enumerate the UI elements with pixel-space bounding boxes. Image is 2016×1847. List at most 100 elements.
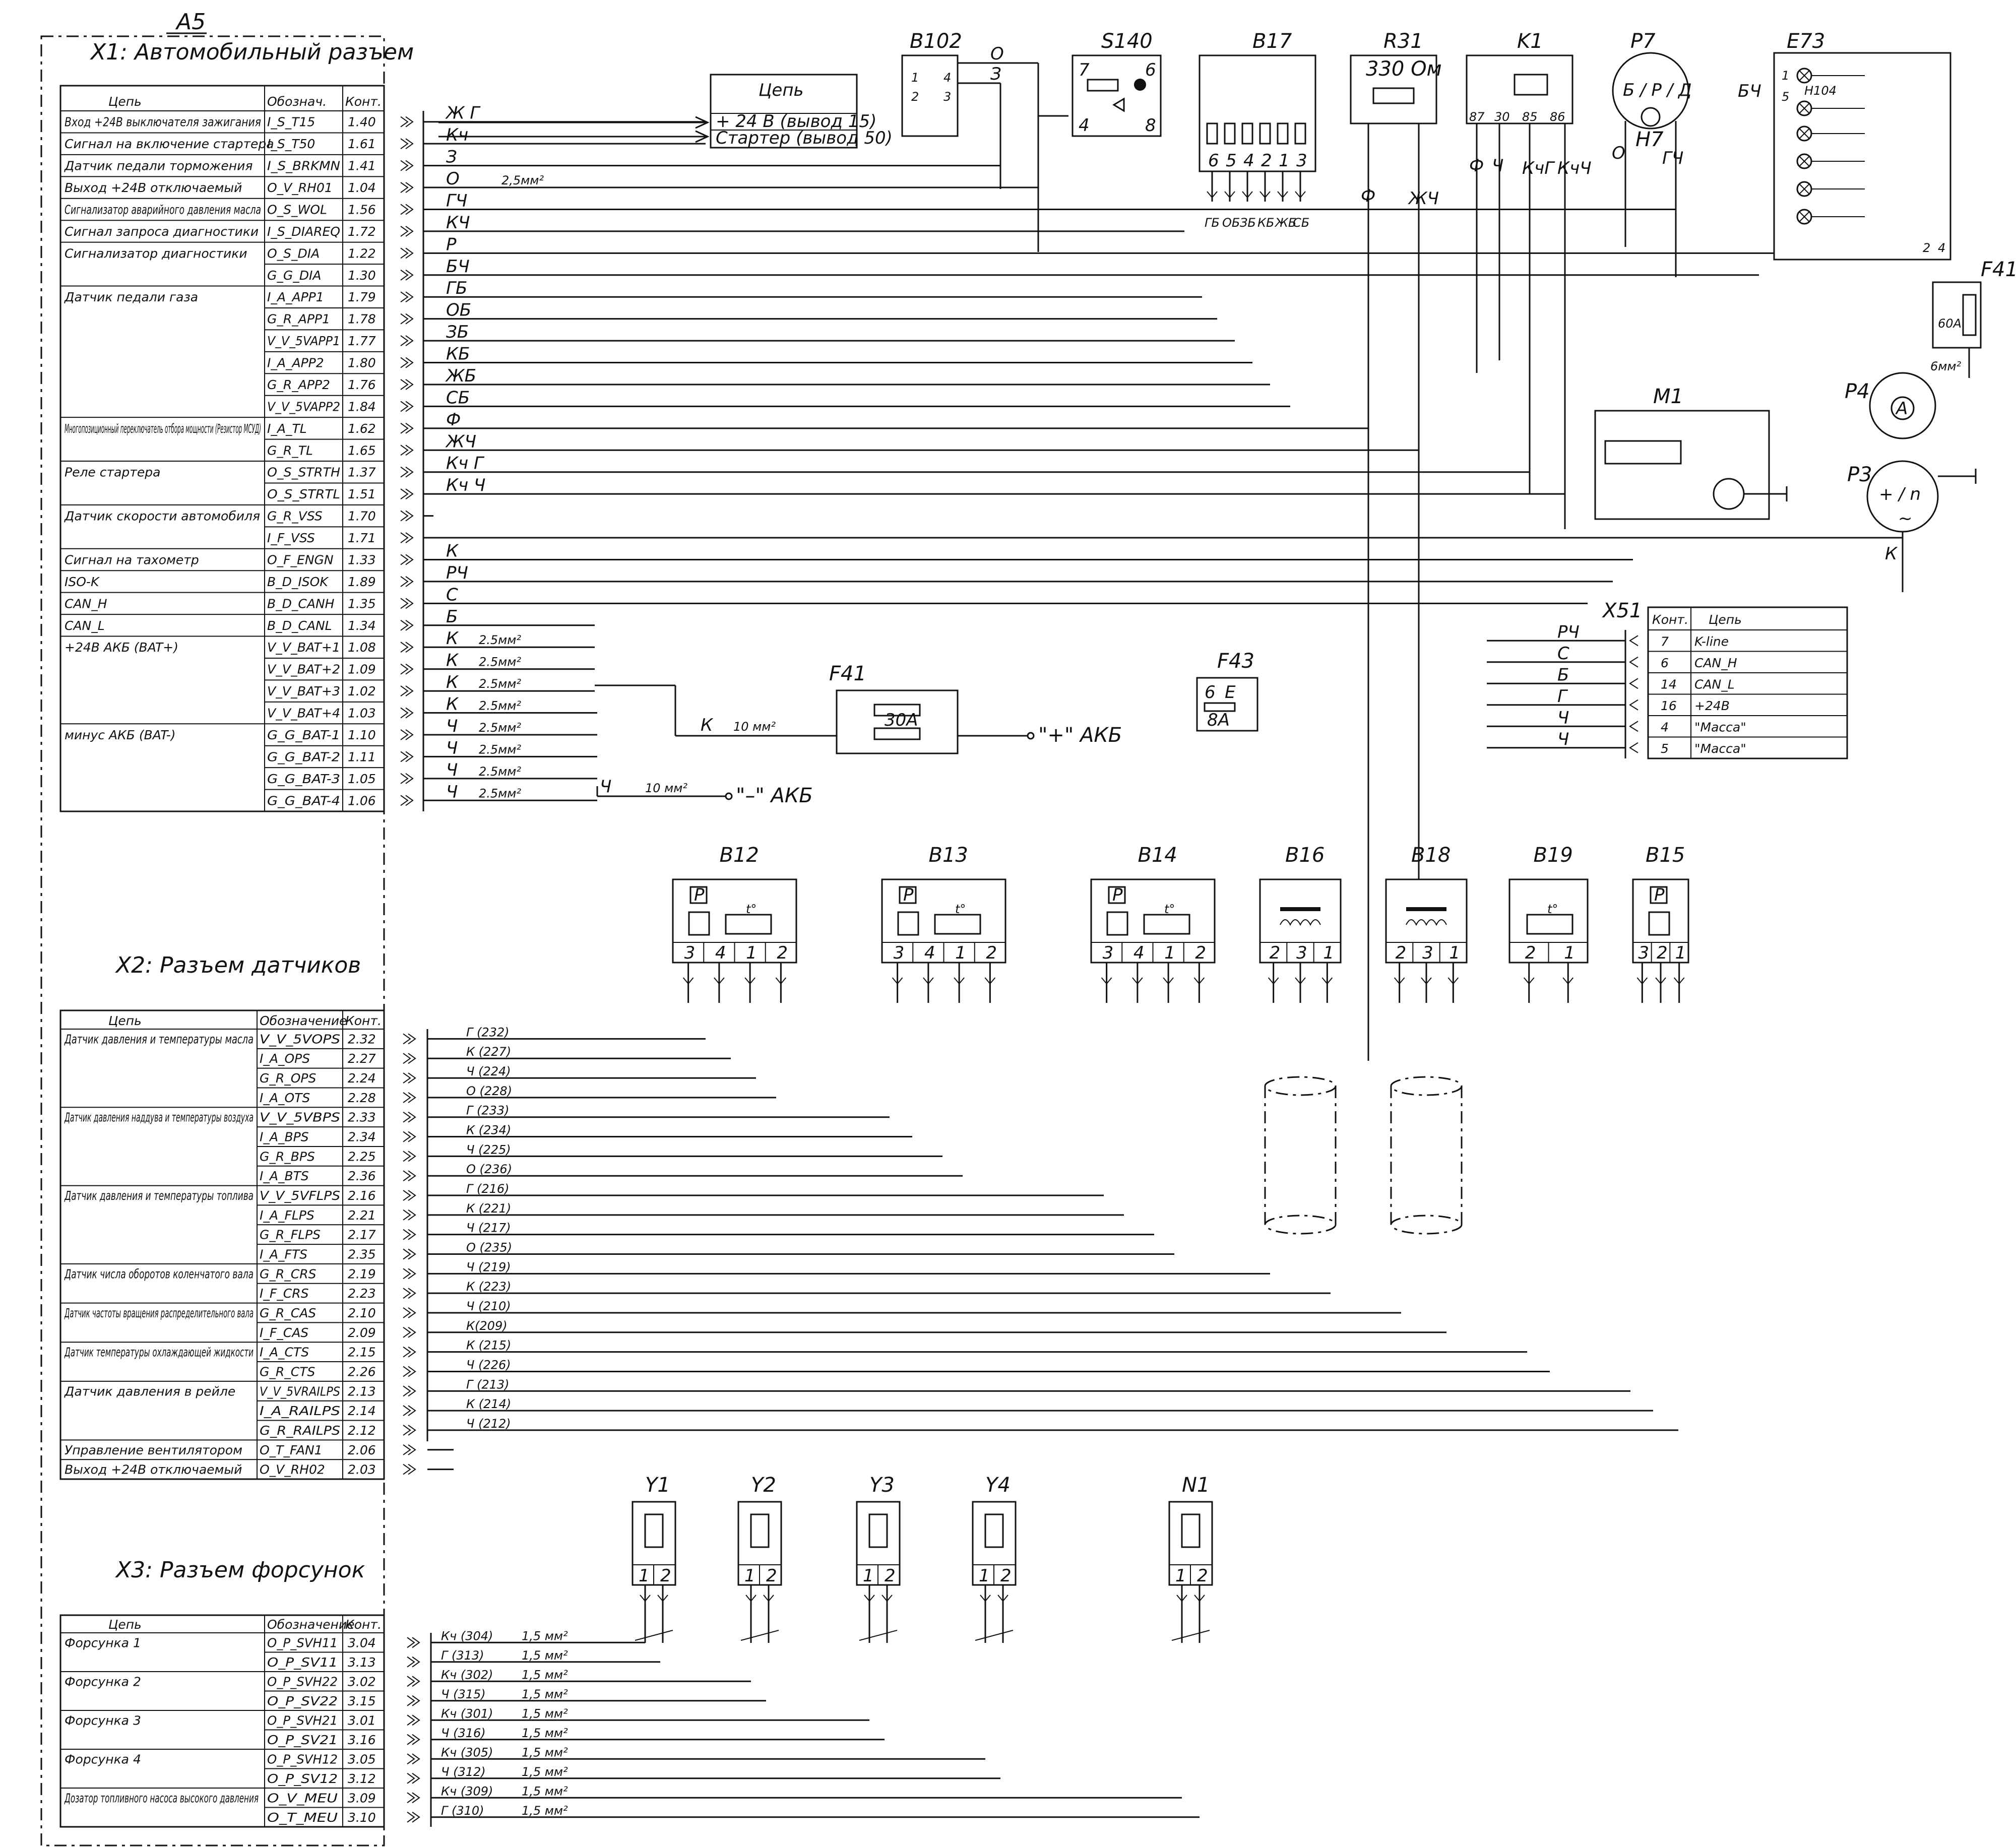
x1-circuit: Сигнализатор диагностики (65, 246, 247, 261)
x1-wire-section: 2.5мм² (479, 765, 521, 779)
x3-wire-section: 1,5 мм² (522, 1687, 568, 1701)
x1-pin: 1.79 (348, 290, 376, 304)
sensor-p: P (1112, 885, 1123, 905)
f41-top-section: 6мм² (1930, 359, 1961, 373)
injector-label: Y2 (751, 1474, 776, 1497)
a5-block-outline (40, 35, 385, 1846)
x2-wire-code: Г (232) (466, 1025, 510, 1039)
bat-plus-label: "+" АКБ (1038, 724, 1122, 747)
x3-row: Дозатор топливного насоса высокого давле… (64, 1791, 384, 1808)
x1-pin: 1.78 (348, 312, 376, 327)
x51-circuit: "Масса" (1694, 741, 1746, 756)
x1-wire-code: О (446, 169, 460, 189)
x1-wire-section: 2.5мм² (479, 742, 521, 756)
x3-wire-code: Г (310) (441, 1804, 484, 1818)
x3-title: X3: Разъем форсунок (115, 1557, 365, 1583)
injector-pin: 1 (639, 1566, 650, 1586)
x1-circuit: Датчик скорости автомобиля (64, 509, 260, 524)
s140-pin-6: 6 (1145, 60, 1156, 80)
x1-designation: G_G_BAT-4 (267, 793, 340, 808)
x1-pin: 1.72 (348, 224, 376, 239)
x3-wire-section: 1,5 мм² (522, 1765, 568, 1779)
x51-pin: 14 (1661, 677, 1677, 691)
circuit-table: Цепь + 24 В (вывод 15) Стартер (вывод 50… (438, 74, 893, 149)
sensor-pin: 2 (1525, 943, 1536, 963)
x2-designation: I_A_BTS (260, 1169, 309, 1183)
component-f43: F43 6 E 8А (1196, 650, 1258, 732)
x3-designation: O_P_SV12 (267, 1771, 338, 1786)
x1-pin: 1.22 (348, 246, 376, 261)
x1-wire-code: К (446, 541, 459, 561)
x1-wire-code: КБ (446, 344, 470, 364)
x2-designation: G_R_OPS (260, 1071, 316, 1086)
x1-wire-code: Кч (446, 125, 468, 145)
x2-wire-code: К (214) (466, 1397, 511, 1411)
x1-section-o: 2,5мм² (501, 173, 544, 187)
x1-pin: 1.41 (348, 159, 376, 173)
b102-pin-1: 1 (911, 71, 919, 85)
p7-wire-o: О (1612, 143, 1625, 163)
sensor-pin: 2 (1270, 943, 1281, 963)
x1-circuit: ISO-K (65, 575, 100, 589)
sensor-label: B14 (1138, 844, 1177, 867)
x3-pin: 3.10 (348, 1810, 376, 1825)
injector-label: Y3 (869, 1474, 895, 1497)
x51-pin: 16 (1661, 698, 1677, 713)
b102-label: B102 (910, 30, 962, 53)
x2-pin: 2.19 (348, 1266, 376, 1281)
sensor-pin: 3 (1638, 943, 1649, 963)
x2-circuit: Датчик частоты вращения распределительно… (64, 1306, 254, 1320)
x1-designation: I_F_VSS (267, 531, 315, 545)
x1-designation: O_S_WOL (267, 202, 327, 217)
x1-wire-section: 2.5мм² (479, 721, 521, 735)
x3-wire-code: Ч (312) (441, 1765, 486, 1779)
x3-circuit: Форсунка 2 (65, 1674, 141, 1689)
injector-pin: 2 (885, 1566, 896, 1586)
x2-wire-code: О (235) (466, 1241, 512, 1255)
x1-circuit: CAN_L (65, 618, 105, 633)
x3-designation: O_P_SVH12 (267, 1752, 338, 1766)
x51-wire-code: РЧ (1557, 622, 1580, 642)
x3-pin: 3.16 (348, 1733, 376, 1747)
x3-pin: 3.04 (348, 1635, 376, 1650)
x1-circuit: Сигнал на включение стартера (65, 137, 274, 151)
sensor-pin: 4 (1133, 943, 1145, 963)
p3-symbol: + / n (1879, 484, 1921, 504)
x2-pin: 2.10 (348, 1306, 376, 1320)
e73-pin-5: 5 (1782, 90, 1789, 104)
x3-designation: O_V_MEU (267, 1791, 338, 1805)
x3-circuit: Форсунка 3 (65, 1713, 141, 1728)
f41-bat-rating: 30А (885, 710, 918, 730)
x1-pin: 1.11 (348, 749, 376, 764)
x2-wire-code: Г (216) (466, 1182, 510, 1196)
x2-circuit: Управление вентилятором (65, 1443, 242, 1457)
x2-circuit: Датчик давления в рейле (64, 1384, 235, 1398)
x2-designation: G_R_RAILPS (260, 1423, 340, 1438)
b17-pin: 6 (1208, 151, 1219, 171)
x1-wire-code: ЗБ (446, 322, 469, 342)
x1-wire-code: ЖЧ (445, 431, 476, 452)
x2-pin: 2.06 (348, 1443, 376, 1457)
x1-pin: 1.03 (348, 706, 376, 721)
x1-circuit: Сигнал на тахометр (65, 552, 199, 567)
p7-label: P7 (1630, 30, 1656, 53)
x1-designation: G_R_APP2 (267, 377, 330, 392)
bat-minus-section: 10 мм² (645, 781, 687, 795)
x1-pin: 1.89 (348, 575, 376, 589)
injector-label: Y1 (645, 1474, 670, 1497)
